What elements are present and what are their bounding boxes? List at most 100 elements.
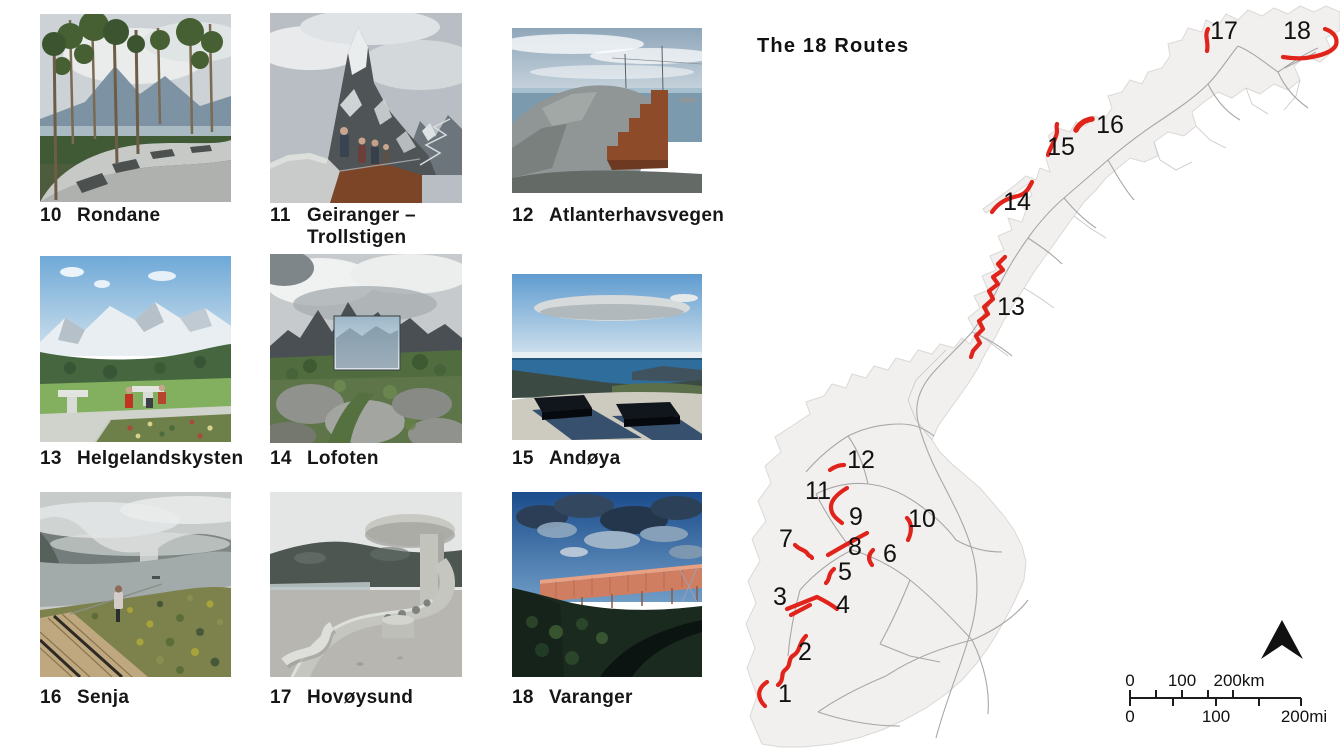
route-number-markers: 1 2 3 4 5 6 7 8 9 10 11 12 13 14 15 16 1…: [773, 17, 1311, 708]
photo-lofoten-mirror-wall: [270, 254, 462, 443]
figure-hovoysund: 17 Hovøysund: [270, 492, 462, 709]
scale-km-200: 200km: [1213, 671, 1264, 690]
photo-varanger-structure: [512, 492, 702, 677]
route-10: [904, 515, 913, 543]
route-marker-12: 12: [847, 446, 875, 474]
route-marker-1: 1: [778, 680, 792, 708]
route-marker-10: 10: [908, 505, 936, 533]
photo-atlantic-road-stairs: [512, 28, 702, 193]
norway-landmass: [745, 5, 1340, 748]
route-3: [784, 594, 820, 612]
figure-number: 16: [40, 687, 62, 708]
route-7: [792, 542, 815, 561]
route-12: [827, 462, 847, 473]
figure-caption: 12 Atlanterhavsvegen: [512, 205, 724, 227]
route-marker-11: 11: [805, 477, 831, 505]
north-arrow-icon: [1261, 620, 1303, 659]
scale-km-0: 0: [1125, 671, 1134, 690]
route-14: [989, 179, 1035, 215]
route-marker-2: 2: [798, 638, 812, 666]
figure-caption: 13 Helgelandskysten: [40, 448, 243, 470]
route-16: [1073, 116, 1095, 133]
figure-caption: 10 Rondane: [40, 205, 231, 227]
route-marker-9: 9: [849, 503, 863, 531]
route-13: [968, 254, 1008, 360]
route-11: [828, 485, 850, 510]
figure-number: 15: [512, 448, 534, 469]
figure-number: 12: [512, 205, 534, 226]
figure-caption: 16 Senja: [40, 687, 231, 709]
figure-number: 17: [270, 687, 292, 708]
figure-number: 13: [40, 448, 62, 469]
figure-name: Andøya: [549, 448, 621, 469]
figure-caption: 15 Andøya: [512, 448, 702, 470]
figure-number: 14: [270, 448, 292, 469]
figure-varanger: 18 Varanger: [512, 492, 702, 709]
route-8: [825, 530, 870, 558]
photo-andoya-benches: [512, 274, 702, 440]
figure-geiranger-trollstigen: 11 Geiranger – Trollstigen: [270, 13, 462, 249]
route-5: [823, 566, 837, 586]
figure-name: Lofoten: [307, 448, 379, 469]
figure-name: Varanger: [549, 687, 633, 708]
route-4: [814, 594, 840, 612]
route-marker-3: 3: [773, 583, 787, 611]
photo-rondane-viewpoint: [40, 14, 231, 202]
figure-atlanterhavsvegen: 12 Atlanterhavsvegen: [512, 28, 724, 227]
norway-routes-map: The 18 Routes: [740, 0, 1340, 753]
route-marker-7: 7: [779, 525, 793, 553]
figure-lofoten: 14 Lofoten: [270, 254, 462, 470]
figure-senja: 16 Senja: [40, 492, 231, 709]
figure-number: 18: [512, 687, 534, 708]
scale-bar-mi-ticks: [1129, 698, 1302, 706]
scale-mi-100: 100: [1202, 707, 1230, 726]
figure-andoya: 15 Andøya: [512, 274, 702, 470]
figure-number: 10: [40, 205, 62, 226]
route-marker-8: 8: [848, 533, 862, 561]
map-title: The 18 Routes: [757, 35, 910, 58]
figure-caption: 17 Hovøysund: [270, 687, 462, 709]
figure-caption: 11 Geiranger – Trollstigen: [270, 205, 462, 249]
figure-rondane: 10 Rondane: [40, 14, 231, 227]
route-1: [757, 679, 770, 709]
scale-km-100: 100: [1168, 671, 1196, 690]
scale-bar: 0 100 200km 0 100 200mi: [1125, 671, 1327, 726]
figure-caption: 14 Lofoten: [270, 448, 462, 470]
route-marker-17: 17: [1210, 17, 1238, 45]
route-marker-14: 14: [1003, 188, 1031, 216]
route-2: [775, 633, 809, 688]
figure-name: Atlanterhavsvegen: [549, 205, 725, 226]
figure-helgelandskysten: 13 Helgelandskysten: [40, 256, 243, 470]
figure-name: Geiranger –: [307, 205, 416, 226]
route-3b: [788, 602, 813, 618]
figure-name: Hovøysund: [307, 687, 414, 708]
route-marker-13: 13: [997, 293, 1025, 321]
scale-mi-200: 200mi: [1281, 707, 1327, 726]
scale-mi-0: 0: [1125, 707, 1134, 726]
route-6: [867, 547, 876, 568]
county-borders: [907, 79, 1301, 441]
route-marker-18: 18: [1283, 17, 1311, 45]
route-marker-6: 6: [883, 540, 897, 568]
road-network: [787, 45, 1319, 739]
photo-helgeland-picnic: [40, 256, 231, 442]
scale-bar-km-ticks: [1129, 690, 1234, 698]
route-marker-16: 16: [1096, 111, 1124, 139]
route-15: [1045, 121, 1060, 158]
norway-map-svg: 1 2 3 4 5 6 7 8 9 10 11 12 13 14 15 16 1…: [745, 5, 1340, 748]
route-marker-5: 5: [838, 558, 852, 586]
figure-name: Rondane: [77, 205, 161, 226]
figure-name: Senja: [77, 687, 130, 708]
route-marker-4: 4: [836, 591, 850, 619]
route-18: [1280, 26, 1339, 61]
photo-senja-deck: [40, 492, 231, 677]
route-17: [1204, 26, 1211, 54]
figure-number: 11: [270, 205, 291, 226]
figure-name: Helgelandskysten: [77, 448, 244, 469]
figure-caption: 18 Varanger: [512, 687, 702, 709]
photo-hovoysund-ramp: [270, 492, 462, 677]
route-marker-15: 15: [1047, 133, 1075, 161]
scenic-routes: [757, 26, 1339, 709]
figure-name-line2: Trollstigen: [307, 227, 407, 248]
